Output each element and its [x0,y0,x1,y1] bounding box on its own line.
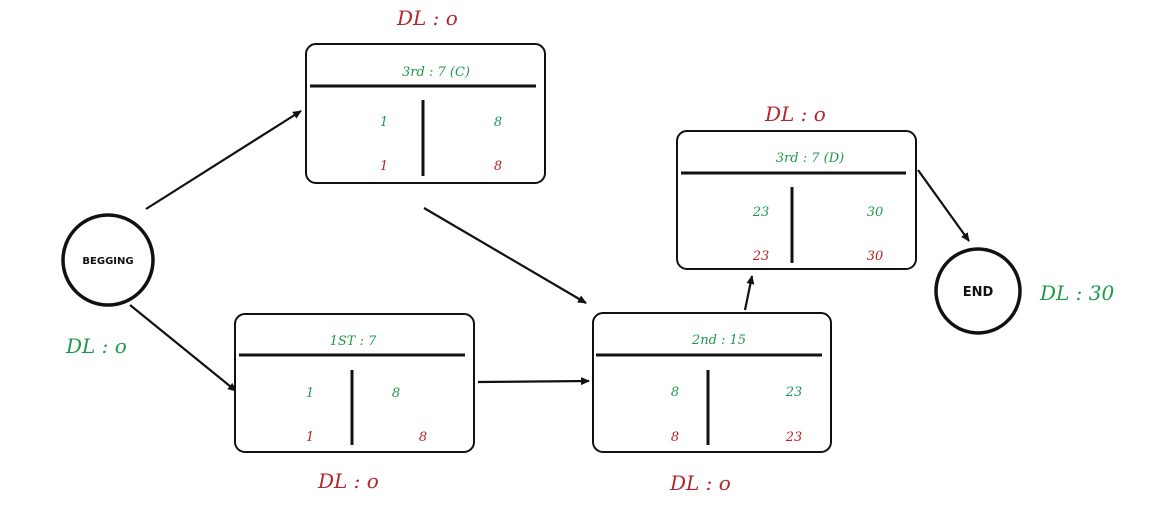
start-label: BEGGING [82,256,133,267]
node-right-dl: DL : o [764,102,826,126]
node-middle-bl: 8 [671,430,679,445]
node-bottom-box [234,313,475,453]
node-right-bl: 23 [752,249,770,264]
node-bottom-title: 1ST : 7 [330,334,377,349]
node-top-box [305,43,546,184]
node-top-dl: DL : o [396,6,458,30]
node-bottom: 1ST : 7 1 8 1 8 [234,313,475,453]
arrow-right-to-end [917,169,970,242]
node-top: 3rd : 7 (C) 1 8 1 8 [305,43,546,184]
node-right-tr: 30 [867,205,884,220]
node-right: 3rd : 7 (D) 23 30 23 30 [676,130,917,270]
node-middle-dl: DL : o [669,471,731,495]
arrow-middle-to-right [743,275,755,311]
end-node: END [934,247,1022,335]
arrows [129,110,970,392]
end-circle [934,247,1022,335]
arrow-bottom-to-middle [477,377,590,386]
start-node: BEGGING [61,213,155,307]
node-right-br: 30 [867,249,884,264]
node-middle: 2nd : 15 8 23 8 23 [592,312,832,453]
node-middle-tr: 23 [785,385,803,400]
start-circle [61,213,155,307]
node-top-br: 8 [494,159,502,174]
node-bottom-dl: DL : o [317,469,379,493]
node-bottom-tl: 1 [306,386,314,401]
node-top-bl: 1 [380,159,388,174]
node-right-title: 3rd : 7 (D) [776,151,844,166]
node-middle-box [592,312,832,453]
node-bottom-tr: 8 [392,386,400,401]
node-middle-br: 23 [785,430,803,445]
node-top-title: 3rd : 7 (C) [402,65,470,80]
node-top-tl: 1 [380,115,388,130]
start-dl: DL : o [65,334,127,358]
node-top-tr: 8 [494,115,502,130]
node-middle-title: 2nd : 15 [691,333,746,348]
arrow-start-to-bottom [129,304,237,392]
end-dl: DL : 30 [1039,281,1114,305]
node-bottom-bl: 1 [306,430,314,445]
node-bottom-br: 8 [419,430,427,445]
arrow-start-to-top [145,110,302,210]
end-label: END [963,285,994,300]
node-right-tl: 23 [752,205,770,220]
node-right-box [676,130,917,270]
arrow-top-to-middle [423,207,587,304]
node-middle-tl: 8 [671,385,679,400]
